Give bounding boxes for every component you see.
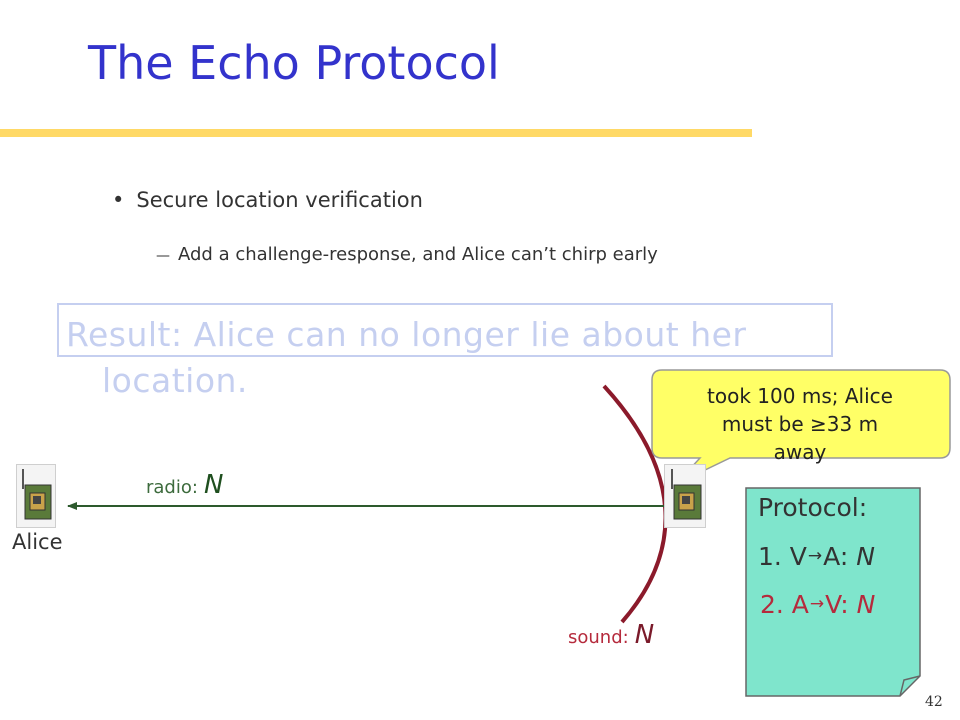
step-1-nonce: N	[856, 542, 875, 571]
callout-line-1: took 100 ms; Alice	[707, 384, 893, 408]
bullet-text: Secure location verification	[136, 188, 423, 212]
protocol-heading: Protocol:	[758, 493, 868, 522]
step-2-from: 2. A	[760, 590, 809, 619]
bullet-dot-icon: •	[112, 188, 125, 212]
arrow-right-icon: →	[807, 546, 823, 566]
callout-line-3: away	[773, 440, 827, 464]
slide-title: The Echo Protocol	[88, 36, 500, 90]
slide-number: 42	[925, 694, 943, 710]
protocol-step-2: 2. A→V: N	[758, 584, 875, 632]
step-2-to: V:	[825, 590, 857, 619]
verifier-device-icon	[664, 464, 706, 528]
alice-label: Alice	[12, 530, 63, 554]
protocol-text: Protocol: 1. V→A: N 2. A→V: N	[758, 488, 875, 632]
sound-label-text: sound:	[568, 627, 629, 648]
bullet-item: • Secure location verification	[112, 188, 423, 212]
radio-label: radio:N	[146, 470, 223, 500]
callout-text: took 100 ms; Alice must be ≥33 m away	[650, 382, 950, 466]
protocol-note-fold	[899, 675, 921, 697]
title-underline	[0, 129, 752, 137]
result-line-1: Result: Alice can no longer lie about he…	[66, 315, 747, 354]
result-box	[57, 303, 833, 357]
sound-label: sound:N	[568, 620, 654, 650]
step-1-to: A:	[823, 542, 857, 571]
result-text: Result: Alice can no longer lie about he…	[66, 312, 826, 404]
step-2-nonce: N	[856, 590, 876, 619]
sub-bullet-item: — Add a challenge-response, and Alice can…	[156, 244, 658, 265]
sub-bullet-text: Add a challenge-response, and Alice can’…	[178, 244, 658, 265]
callout-line-2: must be ≥33 m	[721, 412, 879, 436]
protocol-step-1: 1. V→A: N	[758, 536, 875, 584]
radio-nonce: N	[203, 470, 224, 500]
sound-nonce: N	[634, 620, 655, 650]
result-line-2: location.	[102, 361, 248, 400]
arrow-right-icon: →	[809, 594, 825, 614]
sub-bullet-dash-icon: —	[156, 248, 170, 264]
protocol-note	[745, 487, 921, 697]
alice-device-icon	[16, 464, 56, 528]
radio-label-text: radio:	[146, 477, 198, 498]
step-1-from: 1. V	[758, 542, 807, 571]
